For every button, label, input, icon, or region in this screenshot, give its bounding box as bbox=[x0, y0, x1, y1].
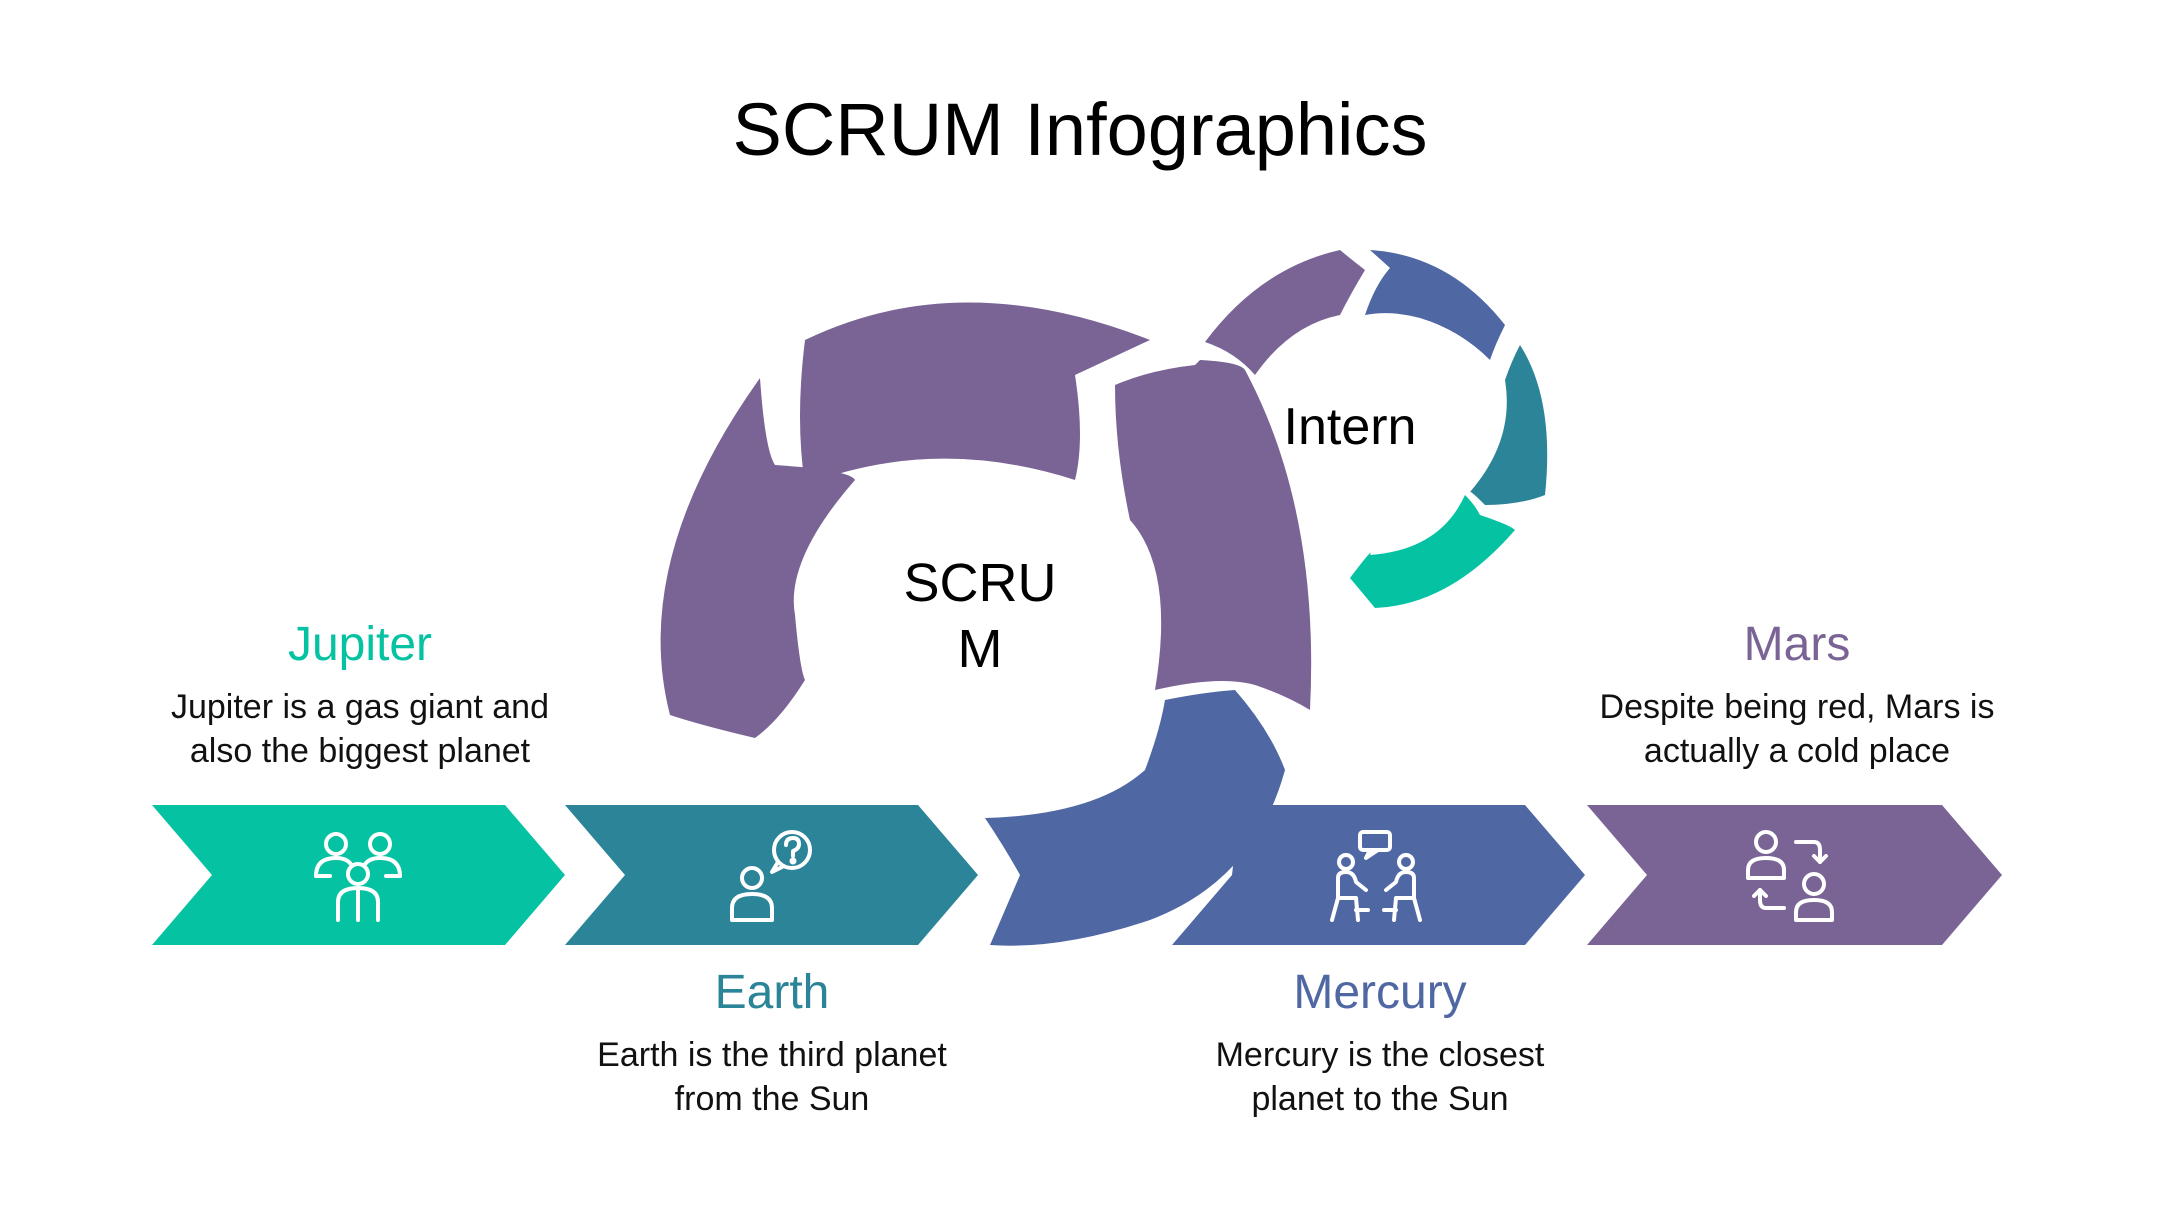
item-mars: Mars Despite being red, Mars is actually… bbox=[1537, 617, 2057, 773]
scrum-ring-segment-bottom bbox=[985, 690, 1285, 946]
item-mercury-desc: Mercury is the closest planet to the Sun bbox=[1215, 1036, 1545, 1118]
item-mars-name: Mars bbox=[1743, 618, 1851, 671]
chevron-mercury bbox=[1172, 805, 1585, 945]
page-title: SCRUM Infographics bbox=[732, 88, 1428, 171]
item-earth: Earth Earth is the third planet from the… bbox=[512, 965, 1032, 1121]
item-mars-desc: Despite being red, Mars is actually a co… bbox=[1599, 688, 1995, 770]
intern-ring-segment-green bbox=[1350, 495, 1515, 608]
item-jupiter-name: Jupiter bbox=[287, 618, 433, 671]
intern-center-label: Intern bbox=[1230, 395, 1470, 459]
intern-ring-segment-blue bbox=[1365, 250, 1505, 360]
intern-ring-segment-purple bbox=[1205, 250, 1365, 375]
chevron-mars bbox=[1587, 805, 2002, 945]
item-earth-name: Earth bbox=[714, 966, 830, 1019]
item-earth-desc: Earth is the third planet from the Sun bbox=[597, 1036, 947, 1118]
team-group-icon bbox=[314, 832, 402, 922]
intern-label-text: Intern bbox=[1283, 398, 1417, 456]
item-mercury: Mercury Mercury is the closest planet to… bbox=[1120, 965, 1640, 1121]
item-mercury-name: Mercury bbox=[1293, 966, 1467, 1019]
scrum-center-label: SCRU M bbox=[860, 550, 1100, 682]
item-jupiter-desc: Jupiter is a gas giant and also the bigg… bbox=[170, 688, 550, 770]
intern-ring-segment-teal bbox=[1470, 345, 1548, 505]
item-jupiter: Jupiter Jupiter is a gas giant and also … bbox=[100, 617, 620, 773]
person-question-icon bbox=[730, 830, 812, 922]
scrum-ring-segment-left bbox=[660, 378, 855, 738]
scrum-ring-segment-top bbox=[800, 302, 1150, 485]
scrum-label-text: SCRU M bbox=[903, 553, 1057, 679]
chevron-earth bbox=[565, 805, 978, 945]
scrum-ring-segment-right bbox=[1115, 360, 1312, 710]
people-exchange-icon bbox=[1746, 830, 1834, 922]
meeting-chat-icon bbox=[1330, 830, 1422, 922]
chevron-jupiter bbox=[152, 805, 565, 945]
